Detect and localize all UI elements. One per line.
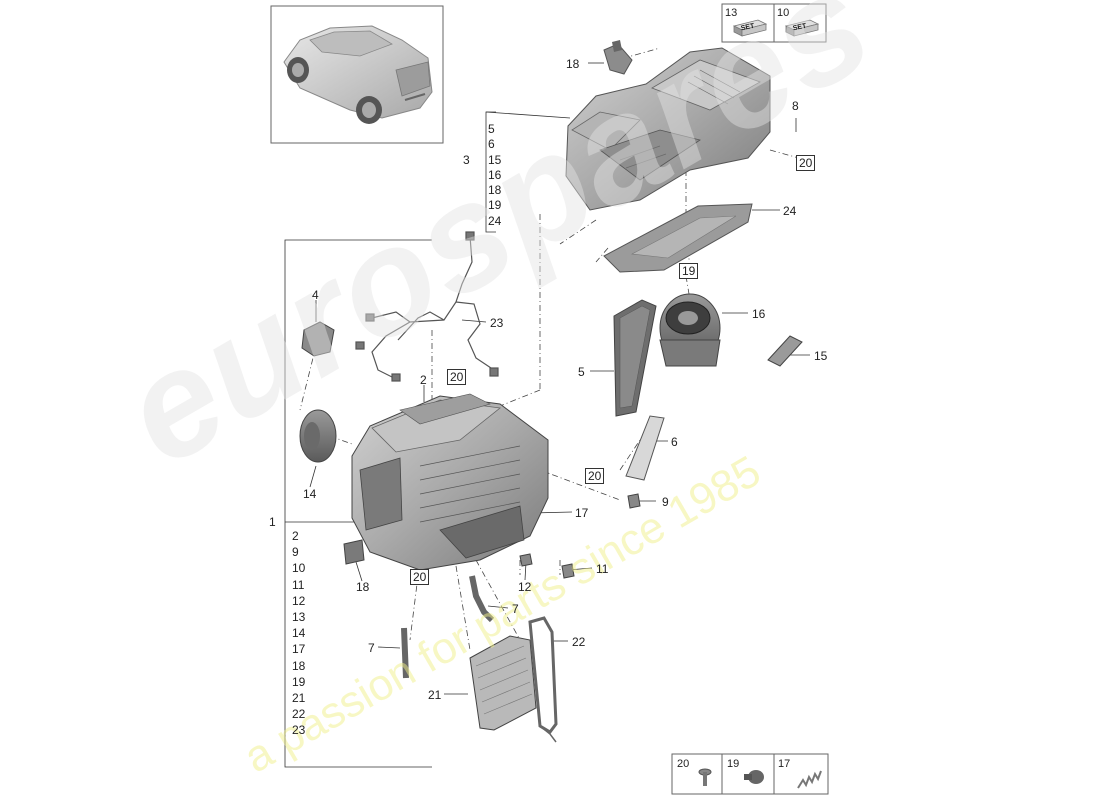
callout-20-boxed-top: 20 [796, 155, 816, 171]
callout-18-top: 18 [566, 57, 580, 71]
callout-18-bottom: 18 [356, 580, 370, 594]
blower-motor-16 [659, 293, 721, 367]
list-item: 9 [292, 545, 299, 560]
seal-22 [528, 616, 558, 734]
sensor-11 [561, 563, 575, 579]
hardware-inset-number: 19 [727, 758, 740, 770]
callout-8: 8 [792, 99, 799, 113]
callout-7-right: 7 [512, 602, 519, 616]
list-item: 11 [292, 577, 305, 592]
set-box-icon [784, 19, 820, 37]
group-3-list: 5 6 15 16 18 19 24 [488, 122, 501, 229]
set-box-icon [732, 19, 768, 37]
list-item: 6 [488, 137, 495, 152]
list-item: 12 [292, 593, 306, 608]
callout-20-boxed-bottom: 20 [410, 569, 430, 585]
suv-car-icon [283, 25, 433, 124]
clip-icon [744, 770, 764, 784]
list-item: 15 [488, 152, 502, 167]
callout-14: 14 [303, 487, 317, 501]
set-inset-tag: SET [792, 22, 808, 33]
actuator-18 [343, 539, 365, 565]
list-item: 18 [292, 658, 306, 673]
hardware-inset [671, 753, 829, 795]
callout-16: 16 [752, 307, 766, 321]
callout-24: 24 [783, 204, 797, 218]
callout-5: 5 [578, 365, 585, 379]
set-inset-number: 10 [777, 7, 790, 19]
callout-23: 23 [490, 316, 504, 330]
blower-resistor-15 [767, 335, 803, 367]
drain-pipe-7b [469, 575, 495, 623]
callout-22: 22 [572, 635, 586, 649]
callout-2: 2 [420, 373, 427, 387]
list-item: 19 [292, 674, 306, 689]
list-item: 14 [292, 626, 306, 641]
drain-pipe-7a [401, 627, 409, 679]
callout-6: 6 [671, 435, 678, 449]
callout-21: 21 [428, 688, 442, 702]
list-item: 19 [488, 198, 502, 213]
leader-lines [284, 62, 810, 768]
list-item: 2 [292, 529, 299, 543]
group-1-list: 2 9 10 11 12 13 14 17 18 19 21 22 23 [292, 528, 305, 739]
callout-1: 1 [269, 515, 276, 529]
hardware-inset-number: 20 [677, 758, 690, 770]
callout-20-boxed-harness: 20 [447, 369, 467, 385]
callout-7-left: 7 [368, 641, 375, 655]
callout-11: 11 [596, 562, 609, 576]
callout-4: 4 [312, 288, 319, 302]
list-item: 22 [292, 707, 306, 722]
group-3-label: 3 [463, 153, 470, 167]
callout-19-boxed: 19 [679, 263, 699, 279]
wiring-harness-23 [355, 231, 499, 382]
upper-hvac-housing [565, 40, 771, 211]
set-inset [721, 3, 827, 43]
screw-icon [698, 768, 712, 786]
set-inset-number: 13 [725, 7, 738, 19]
callout-17: 17 [575, 506, 589, 520]
list-item: 21 [292, 691, 306, 706]
callout-9: 9 [662, 495, 669, 509]
hardware-inset-number: 17 [778, 758, 791, 770]
spring-icon [797, 770, 822, 789]
motor-14 [299, 409, 337, 463]
callout-12: 12 [518, 580, 532, 594]
callout-15: 15 [814, 349, 828, 363]
list-item: 10 [292, 561, 306, 576]
list-item: 24 [488, 213, 502, 228]
actuator-4 [301, 321, 335, 357]
list-item: 23 [292, 723, 306, 738]
filter-frame-6 [625, 415, 665, 481]
car-inset [270, 5, 444, 144]
heater-core-21 [469, 635, 537, 731]
set-inset-tag: SET [740, 22, 756, 33]
list-item: 17 [292, 642, 306, 657]
callout-20-boxed-right: 20 [585, 468, 605, 484]
clip-9 [627, 493, 641, 509]
list-item: 16 [488, 167, 502, 182]
sensor-12 [519, 553, 533, 567]
assembly-lines [299, 47, 807, 651]
list-item: 13 [292, 610, 306, 625]
main-hvac-unit [351, 393, 549, 571]
list-item: 18 [488, 183, 502, 198]
list-item: 5 [488, 122, 495, 136]
